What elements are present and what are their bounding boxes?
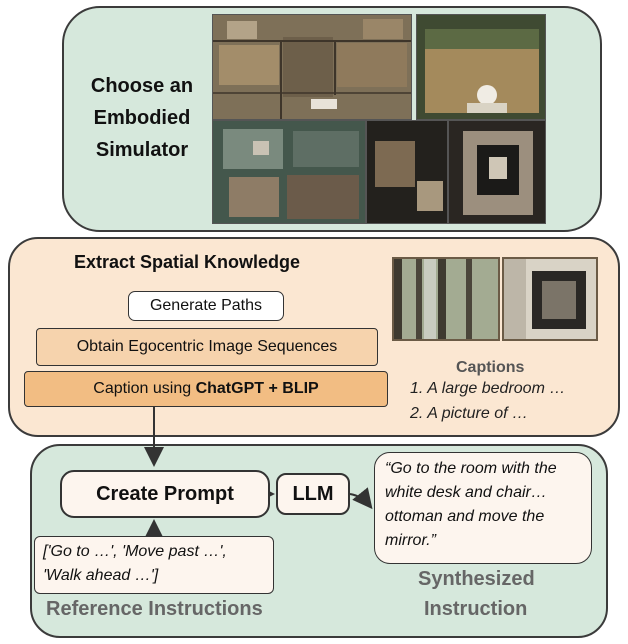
simulator-label: Choose an Embodied Simulator — [90, 75, 194, 161]
egocentric-sequences-box: Obtain Egocentric Image Sequences — [36, 328, 378, 366]
caption-item-2: 2. A picture of … — [410, 405, 528, 422]
arrow-llm-to-output — [349, 487, 373, 510]
captions-title: Captions — [456, 359, 525, 376]
room-render-image — [416, 14, 546, 120]
egocentric-image-2 — [502, 257, 598, 341]
synthesized-label-line1: Synthesized — [418, 568, 535, 590]
llm-box: LLM — [276, 473, 350, 515]
caption-item-1: 1. A large bedroom … — [410, 380, 566, 397]
dark-room-image — [366, 120, 448, 224]
reference-instructions-label: Reference Instructions — [46, 598, 263, 620]
caption-models: ChatGPT + BLIP — [195, 380, 319, 397]
caption-prefix: Caption using — [93, 380, 196, 397]
caption-box: Caption using ChatGPT + BLIP — [24, 371, 388, 407]
spatial-knowledge-title: Extract Spatial Knowledge — [74, 252, 301, 272]
egocentric-image-1 — [392, 257, 500, 341]
synthesized-label-line2: Instruction — [424, 598, 528, 620]
synthesized-quote: “Go to the room with the white desk and … — [374, 452, 592, 564]
create-prompt-box: Create Prompt — [60, 470, 270, 518]
bedroom-topdown-image — [448, 120, 546, 224]
floorplan-image — [212, 14, 412, 120]
reference-instructions-box: ['Go to …', 'Move past …', 'Walk ahead …… — [34, 536, 274, 594]
generate-paths-box: Generate Paths — [128, 291, 284, 321]
house-topdown-image — [212, 120, 366, 224]
